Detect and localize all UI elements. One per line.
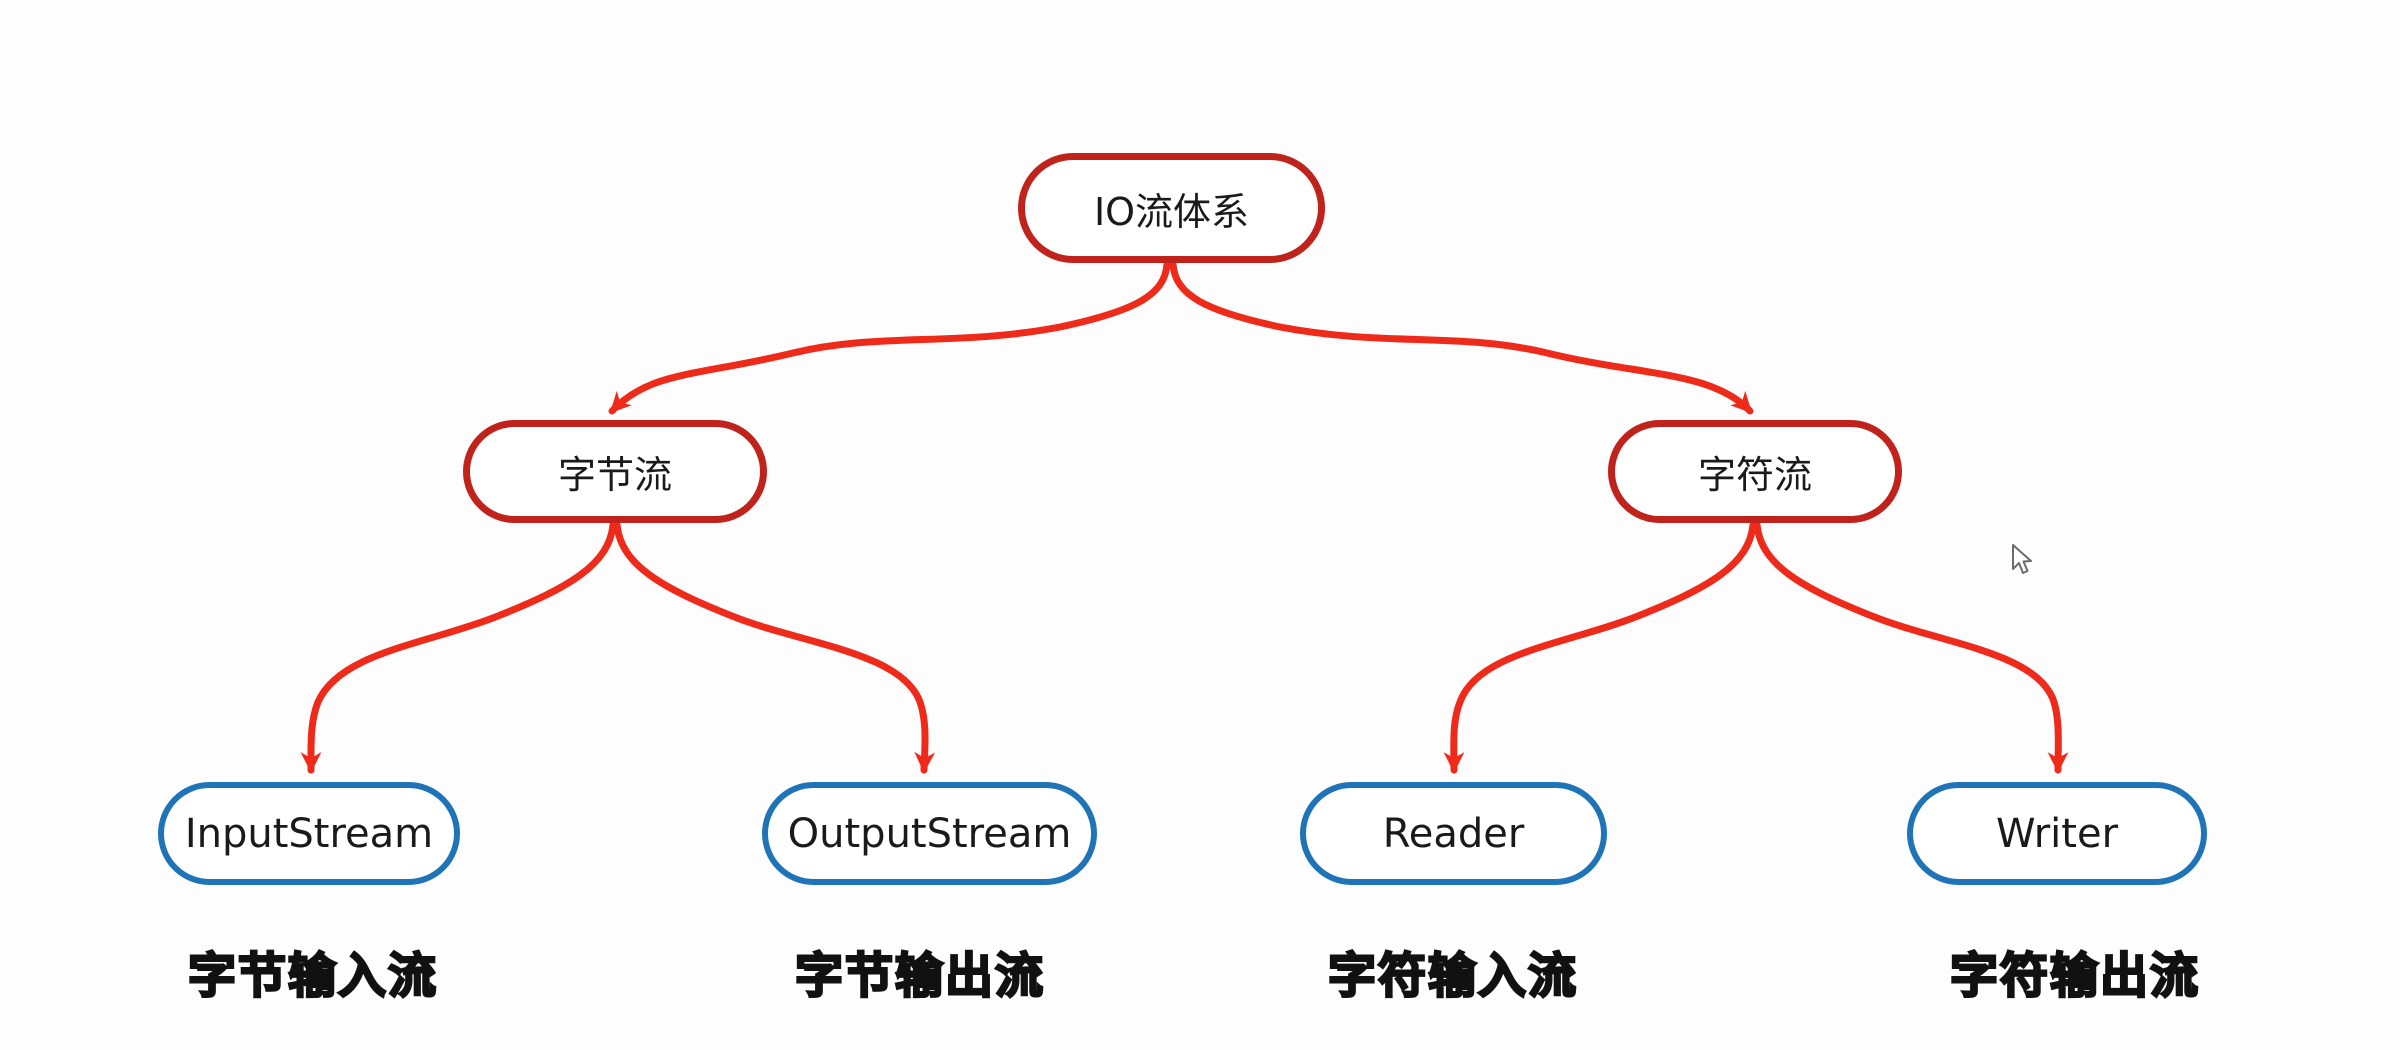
node-byte-stream[interactable]: 字节流 <box>463 420 767 523</box>
arrow-root-to-byte-stream <box>608 260 1171 415</box>
arrow-root-to-char-stream <box>1169 260 1754 415</box>
arrow-byte-stream-to-inputstream <box>300 521 617 774</box>
node-outputstream-label: OutputStream <box>787 810 1072 857</box>
arrow-byte-stream-to-outputstream <box>613 521 936 774</box>
mouse-cursor-icon <box>2012 544 2032 574</box>
node-byte-stream-label: 字节流 <box>557 453 672 497</box>
node-outputstream[interactable]: OutputStream <box>762 782 1097 885</box>
node-writer-label: Writer <box>1995 810 2119 857</box>
node-reader[interactable]: Reader <box>1300 782 1607 885</box>
node-inputstream-label: InputStream <box>184 810 434 857</box>
node-reader-label: Reader <box>1382 810 1525 857</box>
node-io-stream-system-label: IO流体系 <box>1093 189 1250 234</box>
caption-byte-output-stream: 字节输出流 <box>794 947 1045 1006</box>
caption-byte-input-stream: 字节输入流 <box>187 947 438 1006</box>
node-char-stream[interactable]: 字符流 <box>1608 420 1902 523</box>
arrow-char-stream-to-reader <box>1443 521 1757 774</box>
node-inputstream[interactable]: InputStream <box>158 782 460 885</box>
arrow-char-stream-to-writer <box>1753 521 2069 774</box>
node-char-stream-label: 字符流 <box>1697 453 1812 497</box>
node-writer[interactable]: Writer <box>1907 782 2207 885</box>
node-io-stream-system[interactable]: IO流体系 <box>1018 153 1325 263</box>
caption-char-input-stream: 字符输入流 <box>1327 947 1578 1006</box>
caption-char-output-stream: 字符输出流 <box>1949 947 2200 1006</box>
